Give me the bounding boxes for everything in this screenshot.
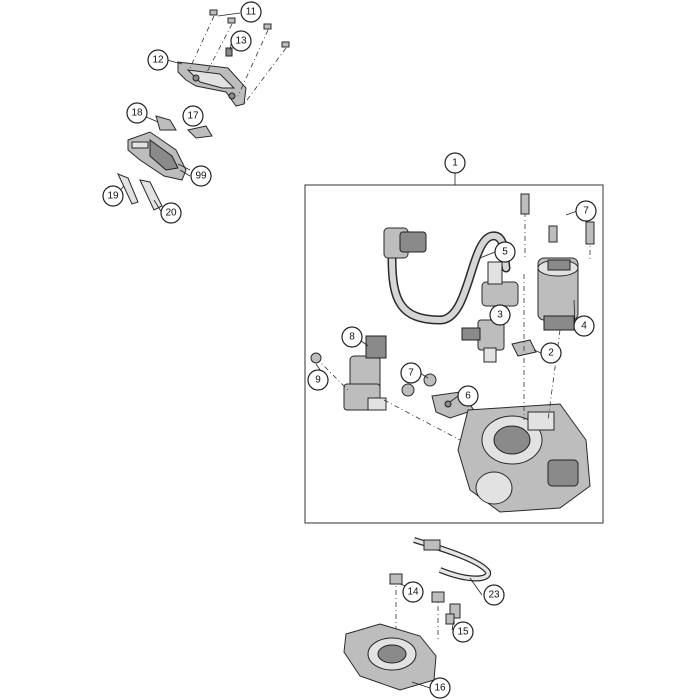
screws-7-top — [520, 193, 595, 262]
svg-text:14: 14 — [407, 587, 419, 598]
callout-18: 18 — [126, 102, 148, 124]
callout-12: 12 — [147, 49, 169, 71]
svg-text:3: 3 — [497, 310, 503, 321]
svg-text:6: 6 — [465, 391, 471, 402]
bracket-12 — [177, 61, 247, 107]
callout-6: 6 — [457, 385, 479, 407]
svg-text:5: 5 — [502, 247, 508, 258]
svg-text:15: 15 — [457, 627, 469, 638]
callout-5: 5 — [494, 241, 516, 263]
callout-8: 8 — [341, 326, 363, 348]
svg-text:11: 11 — [246, 7, 257, 18]
svg-text:4: 4 — [581, 321, 587, 332]
svg-text:16: 16 — [434, 683, 446, 694]
callout-4: 4 — [573, 315, 595, 337]
svg-text:1: 1 — [452, 158, 458, 169]
callout-99: 99 — [190, 165, 212, 187]
screws-15 — [445, 603, 461, 625]
callout-3: 3 — [489, 304, 511, 326]
axis-line-c — [383, 399, 461, 441]
throttle-body — [457, 403, 591, 513]
injector-3 — [461, 319, 505, 363]
callout-17: 17 — [182, 105, 204, 127]
callout-20: 20 — [160, 202, 182, 224]
axis-line-b — [547, 329, 561, 421]
module-99 — [127, 131, 187, 181]
fuel-hose-5 — [383, 227, 519, 325]
callout-16: 16 — [429, 677, 451, 699]
assembly-1-frame — [304, 184, 604, 524]
callout-7-top: 7 — [575, 200, 597, 222]
callout-13: 13 — [230, 30, 252, 52]
screws-14 — [389, 573, 445, 640]
svg-text:99: 99 — [195, 171, 207, 182]
callout-1: 1 — [444, 152, 466, 174]
svg-text:7: 7 — [408, 368, 414, 379]
screw-13 — [225, 47, 233, 57]
svg-text:7: 7 — [583, 206, 589, 217]
clip-18 — [155, 115, 177, 131]
svg-text:8: 8 — [349, 332, 355, 343]
callout-23: 23 — [483, 584, 505, 606]
svg-text:18: 18 — [131, 108, 143, 119]
intake-flange-16 — [343, 623, 437, 691]
callout-7-middle: 7 — [400, 362, 422, 384]
idle-actuator-4 — [537, 257, 579, 331]
svg-text:19: 19 — [107, 191, 119, 202]
svg-text:20: 20 — [165, 208, 177, 219]
callout-2: 2 — [540, 342, 562, 364]
strap-19 — [117, 173, 139, 205]
clip-17 — [187, 125, 213, 139]
callout-14: 14 — [402, 581, 424, 603]
strap-20 — [139, 179, 163, 211]
callout-11: 11 — [240, 1, 262, 23]
svg-text:23: 23 — [488, 590, 500, 601]
svg-text:9: 9 — [315, 375, 321, 386]
callout-19: 19 — [102, 185, 124, 207]
screws-11 — [189, 9, 290, 105]
screw-9 — [310, 352, 349, 391]
svg-text:17: 17 — [187, 111, 199, 122]
callout-9: 9 — [307, 369, 329, 391]
nuts-7-middle — [401, 373, 437, 397]
svg-text:2: 2 — [548, 348, 554, 359]
callout-15: 15 — [452, 621, 474, 643]
clamp-23 — [413, 537, 491, 582]
svg-text:12: 12 — [152, 55, 164, 66]
sensor-8 — [343, 335, 387, 411]
svg-text:13: 13 — [235, 36, 247, 47]
